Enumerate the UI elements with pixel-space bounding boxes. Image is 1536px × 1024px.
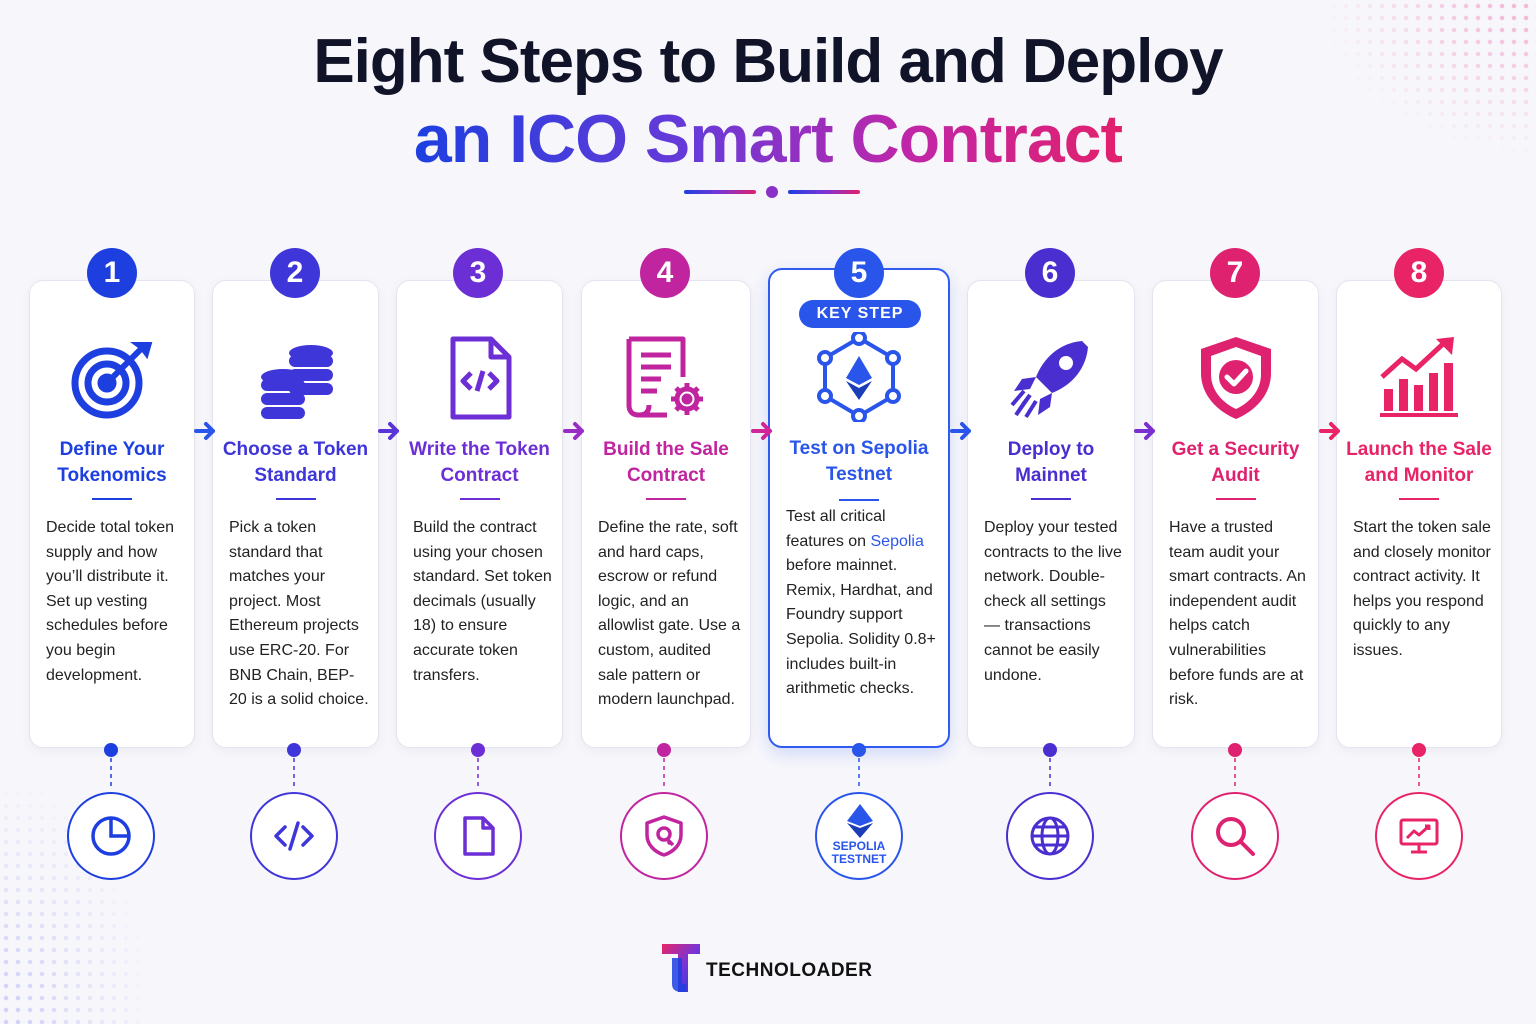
step-description-5-text: Test all critical features on bbox=[786, 508, 886, 550]
arrow-right-icon bbox=[950, 422, 971, 440]
step-description-5: Test all critical features on Sepolia be… bbox=[786, 505, 940, 702]
globe-icon bbox=[1030, 816, 1070, 856]
step-number-8: 8 bbox=[1394, 248, 1444, 298]
timeline-node-2 bbox=[250, 792, 338, 880]
page-title-line-2: an ICO Smart Contract bbox=[0, 100, 1536, 178]
step-description-1: Decide total token supply and how you’ll… bbox=[46, 519, 175, 684]
step-title-4: Build the Sale Contract bbox=[603, 439, 729, 486]
step-number-7: 7 bbox=[1210, 248, 1260, 298]
step-card-7: Get a Security Audit Have a trusted team… bbox=[1152, 280, 1319, 748]
step-title-2: Choose a Token Standard bbox=[222, 439, 369, 486]
step-number-6: 6 bbox=[1025, 248, 1075, 298]
title-underline bbox=[1215, 498, 1256, 500]
code-file-icon bbox=[450, 336, 511, 420]
title-underline bbox=[646, 498, 686, 500]
step-description-7: Have a trusted team audit your smart con… bbox=[1169, 519, 1306, 709]
technoloader-logo-icon bbox=[662, 944, 700, 992]
monitor-chart-icon bbox=[1399, 818, 1439, 854]
timeline-node-3 bbox=[434, 792, 522, 880]
step-number-1: 1 bbox=[87, 248, 137, 298]
step-card-4: Build the Sale Contract Define the rate,… bbox=[581, 280, 751, 748]
timeline-node-5-sepolia: SEPOLIA TESTNET bbox=[815, 792, 903, 880]
arrow-right-icon bbox=[1134, 422, 1155, 440]
arrow-right-icon bbox=[378, 422, 399, 440]
arrow-right-icon bbox=[563, 422, 584, 440]
step-card-3: Write the Token Contract Build the contr… bbox=[396, 280, 563, 748]
arrow-right-icon bbox=[1319, 422, 1340, 440]
pie-chart-icon bbox=[91, 816, 131, 856]
brand-logo: TECHNOLOADER bbox=[660, 940, 880, 996]
timeline: SEPOLIA TESTNET bbox=[0, 740, 1536, 900]
step-title-5: Test on Sepolia Testnet bbox=[789, 438, 929, 485]
title-underline bbox=[1399, 498, 1439, 500]
step-card-5-key-step: KEY STEP Test on Sepolia Testnet Test al… bbox=[768, 268, 950, 748]
step-description-3: Build the contract using your chosen sta… bbox=[413, 519, 552, 684]
title-underline bbox=[839, 499, 879, 501]
title-underline bbox=[459, 498, 500, 500]
step-card-2: Choose a Token Standard Pick a token sta… bbox=[212, 280, 379, 748]
step-card-8: Launch the Sale and Monitor Start the to… bbox=[1336, 280, 1502, 748]
ethereum-icon bbox=[847, 804, 873, 838]
arrow-right-icon bbox=[194, 422, 215, 440]
steps-row: Define Your Tokenomics Decide total toke… bbox=[0, 248, 1536, 768]
step-number-4: 4 bbox=[640, 248, 690, 298]
shield-check-icon bbox=[1200, 337, 1271, 419]
sepolia-testnet-label: SEPOLIA TESTNET bbox=[831, 839, 887, 866]
rocket-icon bbox=[1010, 341, 1088, 419]
step-title-8: Launch the Sale and Monitor bbox=[1346, 439, 1492, 486]
step-title-1: Define Your Tokenomics bbox=[57, 439, 167, 486]
decorative-dots-top-right bbox=[1316, 0, 1536, 160]
timeline-node-6 bbox=[1006, 792, 1094, 880]
step-title-6: Deploy to Mainnet bbox=[1007, 439, 1095, 486]
magnifier-icon bbox=[1216, 817, 1255, 856]
document-icon bbox=[463, 816, 495, 856]
step-title-3: Write the Token Contract bbox=[409, 439, 550, 486]
step-description-4: Define the rate, soft and hard caps, esc… bbox=[598, 519, 741, 709]
ethereum-network-icon bbox=[817, 332, 901, 422]
title-underline bbox=[92, 498, 132, 500]
step-number-2: 2 bbox=[270, 248, 320, 298]
growth-chart-icon bbox=[1380, 337, 1458, 417]
shield-key-icon bbox=[645, 815, 683, 857]
timeline-node-8 bbox=[1375, 792, 1463, 880]
timeline-node-4 bbox=[620, 792, 708, 880]
page-title-gradient-text: an ICO Smart Contract bbox=[413, 101, 1123, 177]
coin-stack-icon bbox=[260, 345, 333, 419]
timeline-node-1 bbox=[67, 792, 155, 880]
step-number-5: 5 bbox=[834, 248, 884, 298]
timeline-node-7 bbox=[1191, 792, 1279, 880]
key-step-badge: KEY STEP bbox=[799, 300, 921, 328]
contract-gear-icon bbox=[626, 336, 703, 418]
step-description-8: Start the token sale and closely monitor… bbox=[1353, 519, 1491, 659]
title-underline bbox=[1031, 498, 1071, 500]
title-divider bbox=[684, 186, 860, 198]
step-number-3: 3 bbox=[453, 248, 503, 298]
step-description-6: Deploy your tested contracts to the live… bbox=[984, 519, 1122, 684]
step-card-1: Define Your Tokenomics Decide total toke… bbox=[29, 280, 195, 748]
sepolia-highlight: Sepolia bbox=[870, 532, 924, 550]
page-title-line-1: Eight Steps to Build and Deploy bbox=[313, 27, 1223, 96]
step-title-7: Get a Security Audit bbox=[1171, 439, 1300, 486]
brand-name: TECHNOLOADER bbox=[706, 960, 873, 981]
step-description-5-text-cont: before mainnet. Remix, Hardhat, and Foun… bbox=[786, 557, 936, 698]
target-icon bbox=[71, 342, 153, 419]
step-card-6: Deploy to Mainnet Deploy your tested con… bbox=[967, 280, 1135, 748]
arrow-right-icon bbox=[751, 422, 772, 440]
code-icon bbox=[274, 821, 314, 851]
step-description-2: Pick a token standard that matches your … bbox=[229, 519, 369, 709]
title-underline bbox=[275, 498, 316, 500]
timeline-connectors bbox=[104, 743, 1426, 834]
